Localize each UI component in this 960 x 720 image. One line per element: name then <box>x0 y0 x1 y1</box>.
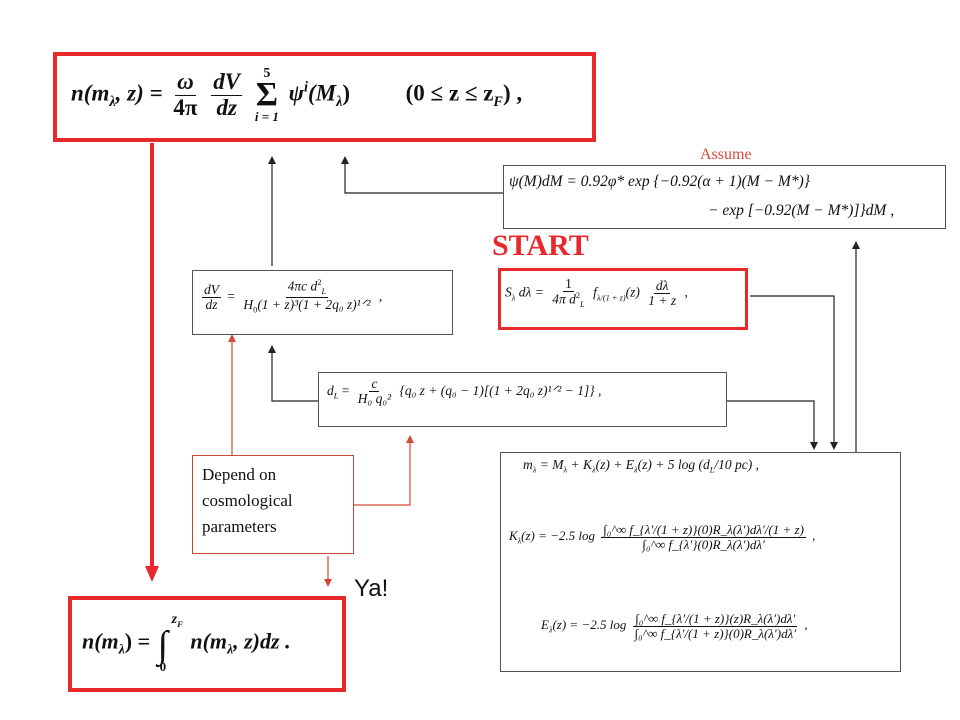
luminosity-function-line2: − exp [−0.92(M − M*)]}dM , <box>708 202 895 219</box>
assume-label: Assume <box>700 146 752 163</box>
apparent-magnitude-equation: mλ = Mλ + Kλ(z) + Eλ(z) + 5 log (dL/10 p… <box>523 457 759 475</box>
slambda-to-mlambda-arrow <box>750 295 838 450</box>
dependence-note-line1: Depend on <box>202 465 277 484</box>
ya-label: Ya! <box>354 575 389 602</box>
magnitude-relations-box: mλ = Mλ + Kλ(z) + Eλ(z) + 5 log (dL/10 p… <box>500 452 901 672</box>
depend-to-dl-arrow <box>354 435 414 506</box>
number-count-equation: n(mλ) = zF∫0 n(mλ, z)dz . <box>82 612 291 674</box>
dependence-note-line2: cosmological <box>202 491 293 510</box>
dependence-note-line3: parameters <box>202 517 277 536</box>
start-label: START <box>492 229 589 262</box>
cosmology-dependence-note: Depend on cosmological parameters <box>192 455 354 554</box>
dl-to-mlambda-arrow <box>727 400 818 450</box>
number-count-box: n(mλ) = zF∫0 n(mλ, z)dz . <box>68 596 346 692</box>
dl-to-dvdz-arrow <box>268 345 318 402</box>
luminosity-function-box: ψ(M)dM = 0.92φ* exp {−0.92(α + 1)(M − M*… <box>503 165 946 229</box>
psi-to-top-arrow <box>341 156 503 194</box>
luminosity-function-line1: ψ(M)dM = 0.92φ* exp {−0.92(α + 1)(M − M*… <box>509 173 810 190</box>
e-correction-equation: Eλ(z) = −2.5 log ∫₀^∞ f_{λ′/(1 + z)}(z)R… <box>541 611 808 641</box>
k-correction-equation: Kλ(z) = −2.5 log ∫₀^∞ f_{λ′/(1 + z)}(0)R… <box>509 522 816 552</box>
